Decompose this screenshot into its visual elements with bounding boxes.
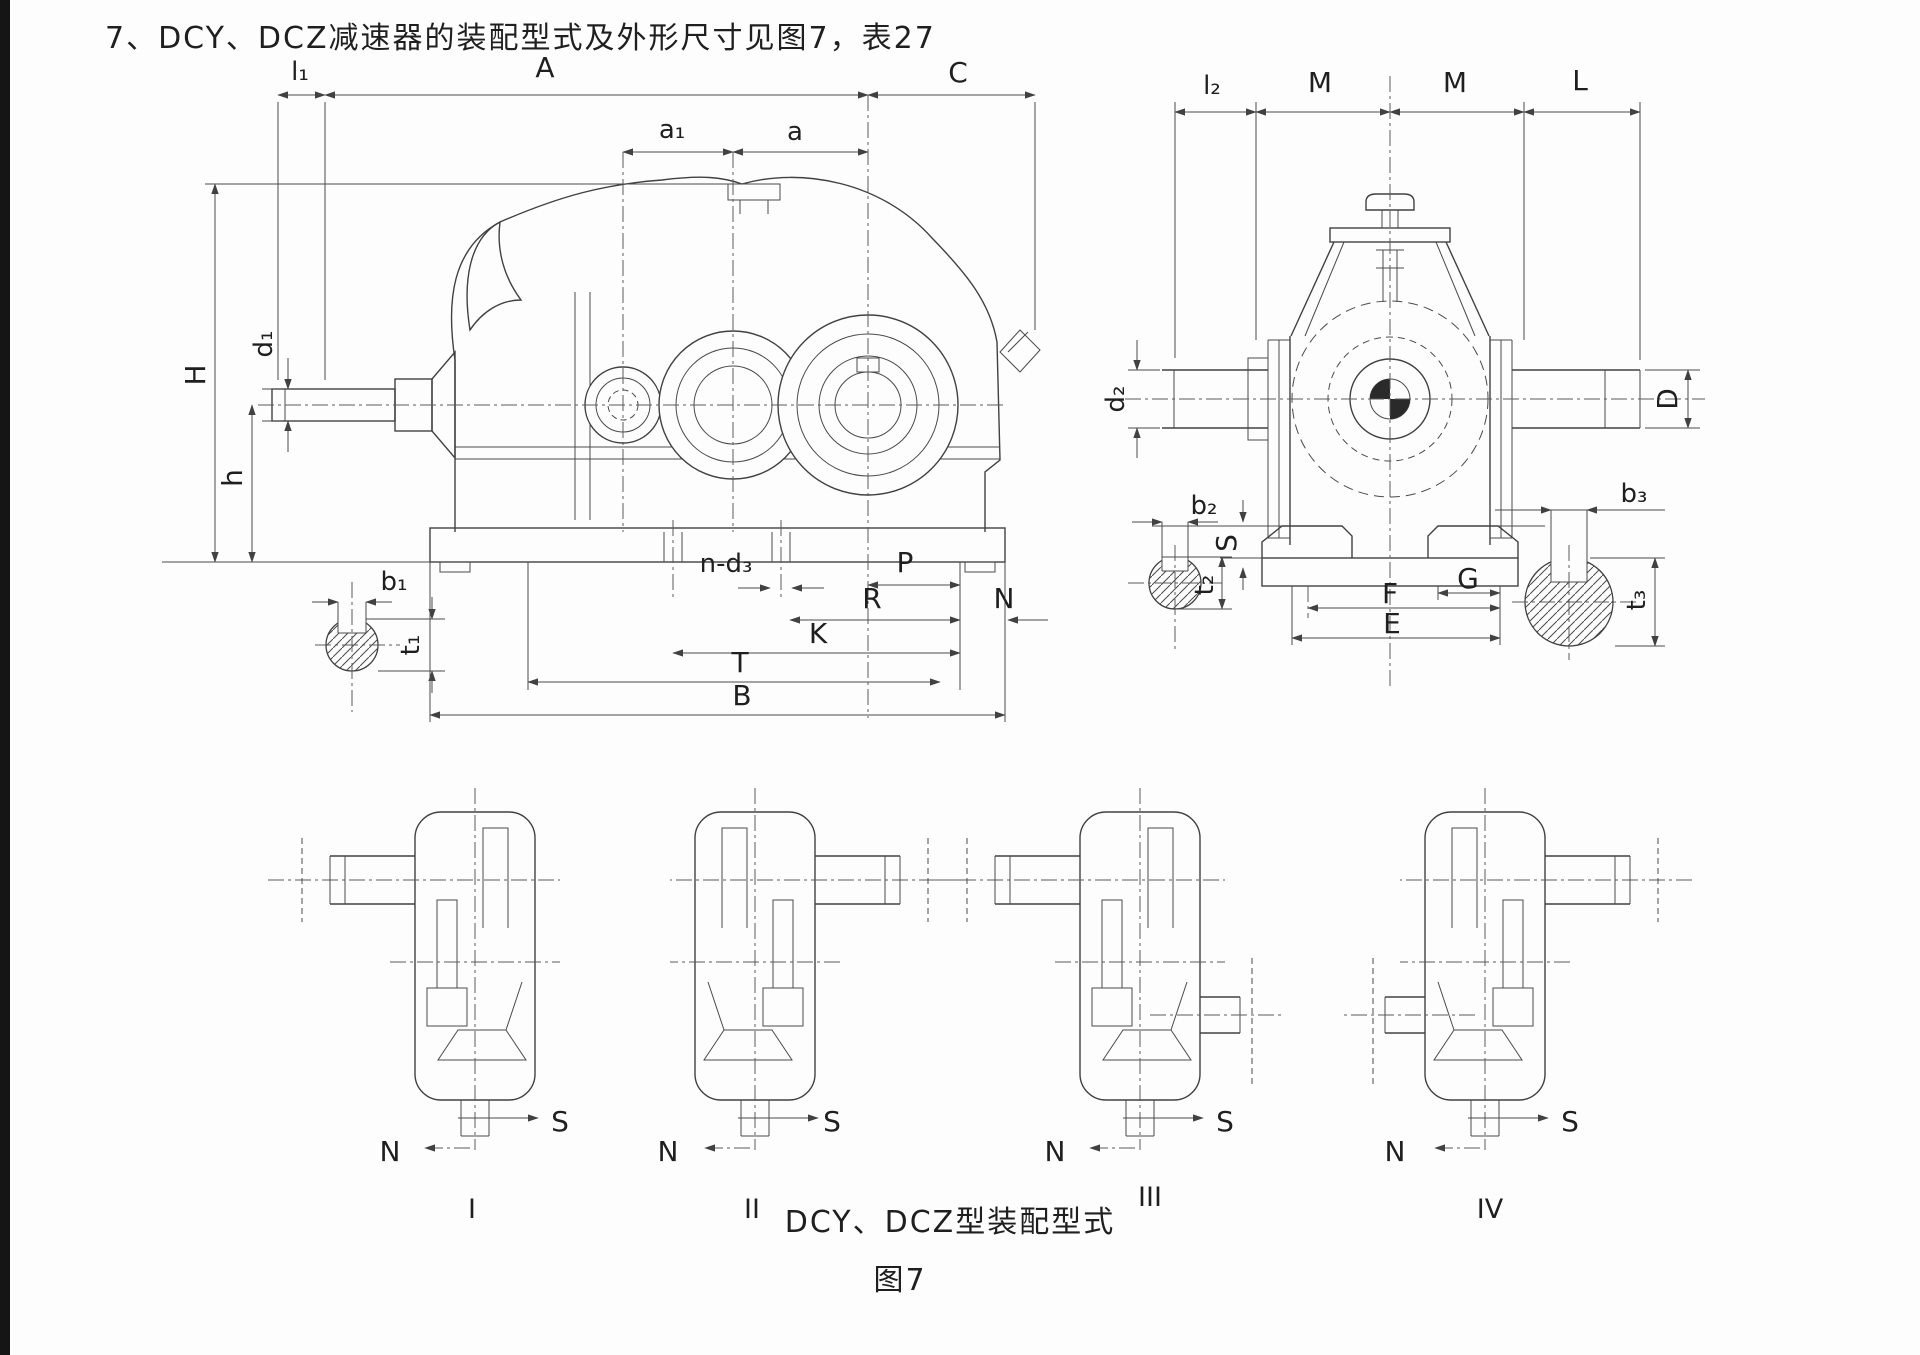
end-view-shafts xyxy=(1162,357,1641,441)
vent-cap xyxy=(1365,193,1415,211)
dim-D: D xyxy=(1651,388,1684,410)
assembly-type-3: S N III xyxy=(933,788,1285,1213)
s-direction-label: S xyxy=(823,1105,841,1138)
side-view-dimension-labels: l₁ A C a₁ a H h d₁ b₁ t₁ n-d₃ P R N K T … xyxy=(179,51,1014,712)
side-view: l₁ A C a₁ a H h d₁ b₁ t₁ n-d₃ P R N K T … xyxy=(162,51,1048,722)
dim-C: C xyxy=(948,56,968,89)
dim-L: L xyxy=(1572,64,1588,97)
oil-plug-45deg xyxy=(999,329,1041,373)
type-numeral: I xyxy=(468,1194,476,1225)
assembly-type-diagrams: S N I S N II S N III S N I xyxy=(267,787,1692,1225)
dim-a1: a₁ xyxy=(659,115,685,145)
dim-l1: l₁ xyxy=(291,57,309,87)
dim-l2: l₂ xyxy=(1203,71,1221,101)
dim-H: H xyxy=(179,364,212,385)
dim-P: P xyxy=(897,546,914,579)
lifting-lug xyxy=(466,220,523,332)
n-direction-label: N xyxy=(1045,1135,1066,1168)
dim-t1: t₁ xyxy=(396,635,426,656)
dim-h: h xyxy=(216,469,249,487)
side-view-centerlines xyxy=(258,95,1005,718)
dim-b1: b₁ xyxy=(381,567,408,597)
dim-n-d3: n-d₃ xyxy=(700,549,753,579)
page-title: 7、DCY、DCZ减速器的装配型式及外形尺寸见图7，表27 xyxy=(105,21,936,56)
dim-t3: t₃ xyxy=(1622,590,1652,611)
scan-edge-artifact xyxy=(0,0,10,1355)
oil-filler-cap xyxy=(727,183,781,201)
s-direction-label: S xyxy=(1216,1105,1234,1138)
dim-a: a xyxy=(787,117,803,147)
dim-E: E xyxy=(1383,607,1401,640)
dim-T: T xyxy=(730,646,749,679)
side-view-dimensions xyxy=(162,91,1048,722)
end-view-housing xyxy=(1152,193,1545,587)
input-shaft-section xyxy=(315,582,400,712)
s-direction-label: S xyxy=(551,1105,569,1138)
dim-M-left: M xyxy=(1308,66,1332,99)
end-view-dimension-labels: l₂ M M L d₂ D b₂ S t₂ F G E b₃ t₃ xyxy=(1101,64,1684,640)
end-view-centerlines xyxy=(1125,76,1705,690)
side-view-base-flange xyxy=(429,520,1006,598)
dim-d1: d₁ xyxy=(249,331,279,358)
input-shaft-section-end xyxy=(1128,545,1222,650)
dim-R: R xyxy=(862,582,881,615)
output-shaft-section-end xyxy=(1512,545,1640,660)
dim-B: B xyxy=(732,679,751,712)
assembly-type-2: S N II xyxy=(658,787,963,1225)
dim-F: F xyxy=(1382,577,1398,610)
dim-b2: b₂ xyxy=(1191,491,1218,521)
end-view: l₂ M M L d₂ D b₂ S t₂ F G E b₃ t₃ xyxy=(1101,64,1705,690)
dim-N: N xyxy=(994,582,1015,615)
type-numeral: II xyxy=(744,1194,760,1225)
n-direction-label: N xyxy=(1385,1135,1406,1168)
dim-G: G xyxy=(1457,562,1479,595)
dim-A: A xyxy=(535,51,554,84)
n-direction-label: N xyxy=(380,1135,401,1168)
dim-S-height: S xyxy=(1210,534,1243,552)
dim-b3: b₃ xyxy=(1621,479,1648,509)
dim-t2: t₂ xyxy=(1190,575,1220,596)
s-direction-label: S xyxy=(1561,1105,1579,1138)
assembly-type-1: S N I xyxy=(267,787,569,1225)
figure-number: 图7 xyxy=(873,1263,926,1298)
figure-caption: DCY、DCZ型装配型式 xyxy=(785,1205,1115,1240)
dim-K: K xyxy=(809,617,828,650)
type-numeral: IV xyxy=(1477,1194,1504,1225)
assembly-type-4: S N IV xyxy=(1340,788,1692,1225)
end-view-dimensions xyxy=(1128,102,1700,647)
type-numeral: III xyxy=(1138,1182,1162,1213)
dim-M-right: M xyxy=(1443,66,1467,99)
n-direction-label: N xyxy=(658,1135,679,1168)
center-of-mass-icon xyxy=(1370,379,1390,399)
dim-d2: d₂ xyxy=(1101,386,1131,413)
